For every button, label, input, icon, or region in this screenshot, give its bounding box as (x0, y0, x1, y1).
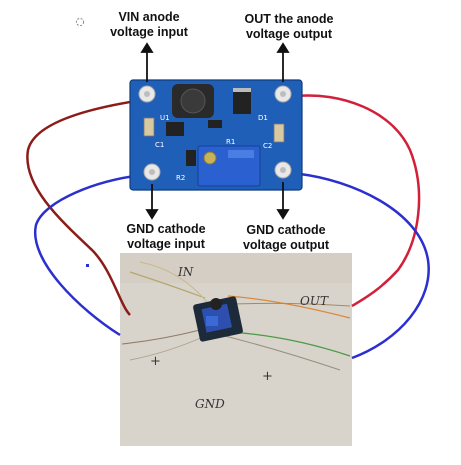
photo-wire (129, 271, 206, 299)
photo-module (193, 296, 243, 342)
out-label-line2: voltage output (245, 27, 333, 41)
diode (233, 88, 251, 114)
silk-u1: U1 (160, 114, 170, 122)
silk-c2: C2 (263, 142, 272, 150)
blue-dot (86, 264, 89, 267)
photo-wire (229, 331, 351, 357)
darkred-wire (26, 99, 137, 316)
silk-c1: C1 (155, 141, 164, 149)
gnd-out-label-line1: GND cathode (246, 223, 326, 237)
silk-r1: R1 (226, 138, 235, 146)
gnd-out-label: GND cathode voltage output (226, 223, 346, 253)
gnd-in-label-line1: GND cathode (126, 222, 206, 236)
photo-background (120, 253, 352, 446)
resistor-r1 (208, 120, 222, 128)
out-label: OUT the anode voltage output (224, 12, 354, 42)
resistor-r2 (186, 150, 196, 166)
handwritten-gnd-label: GND (195, 397, 225, 411)
chip-u1 (166, 122, 184, 136)
vin-label: VIN anode voltage input (84, 10, 214, 40)
capacitor-c2 (273, 123, 285, 143)
red-wire (295, 94, 421, 308)
silk-r2: R2 (176, 174, 185, 182)
silk-d1: D1 (258, 114, 268, 122)
gnd-in-label-line2: voltage input (127, 237, 205, 251)
handwritten-plus-right: + (262, 369, 273, 384)
vin-label-line2: voltage input (110, 25, 188, 39)
vin-label-line1: VIN anode (118, 10, 180, 24)
capacitor-c1 (143, 117, 155, 137)
gnd-out-label-line2: voltage output (242, 238, 330, 252)
gnd-in-label: GND cathode voltage input (106, 222, 226, 252)
handwritten-plus-left: + (150, 354, 161, 369)
boost-converter-board: U1 C1 R1 R2 D1 C2 (129, 79, 303, 191)
photo-panel: IN OUT GND + + (120, 253, 352, 446)
blue-wire-right (299, 172, 430, 360)
handwritten-out-label: OUT (300, 294, 329, 308)
out-label-line1: OUT the anode (244, 12, 334, 26)
blue-wire-left (33, 174, 137, 337)
handwritten-in-label: IN (177, 265, 194, 279)
loading-ring-icon (75, 17, 85, 27)
